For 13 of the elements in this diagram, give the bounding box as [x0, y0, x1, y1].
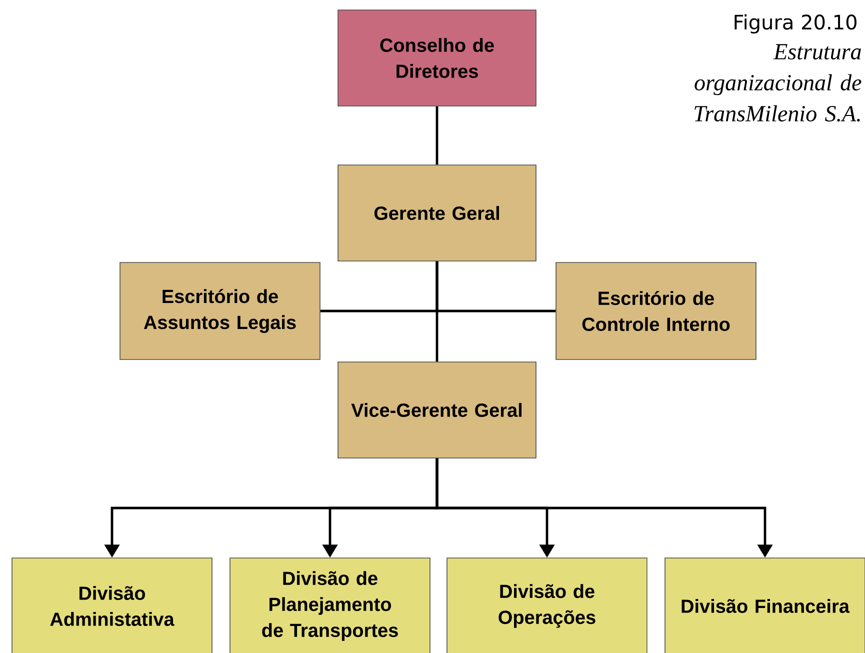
org-box: Divisão Financeira — [664, 558, 865, 653]
org-box: Escritório de Assuntos Legais — [120, 262, 320, 360]
figure-number: Figura 20.10 — [734, 14, 856, 34]
connector — [436, 106, 438, 165]
org-box: Escritório de Controle Interno — [556, 262, 756, 360]
org-box: Vice-Gerente Geral — [338, 362, 536, 458]
org-box: Divisão de Operações — [446, 558, 648, 653]
org-box: Divisão de Planejamento de Transportes — [230, 558, 430, 653]
org-box: Divisão Administativa — [12, 558, 212, 653]
figure-caption: Estrutura organizacional de TransMilenio S.A. — [694, 44, 862, 122]
connector — [436, 261, 438, 362]
org-box: Conselho de Diretores — [338, 10, 536, 106]
org-box: Gerente Geral — [338, 164, 536, 262]
